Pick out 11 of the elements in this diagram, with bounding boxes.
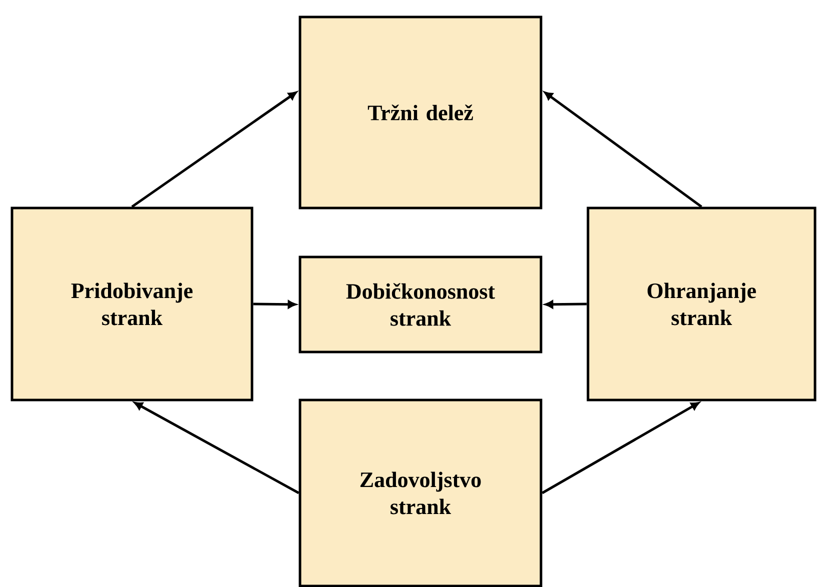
process-box: Ohranjanje strank bbox=[586, 206, 816, 402]
arrow bbox=[544, 300, 587, 308]
arrow bbox=[131, 92, 297, 208]
arrow bbox=[134, 402, 300, 494]
arrow bbox=[544, 92, 702, 208]
arrow bbox=[253, 300, 296, 308]
process-box: Tržni delež bbox=[298, 16, 542, 210]
process-box: Pridobivanje strank bbox=[10, 206, 254, 402]
arrow bbox=[542, 402, 700, 494]
process-box: Dobičkonosnost strank bbox=[298, 256, 542, 354]
process-box: Zadovoljstvo strank bbox=[298, 398, 542, 587]
